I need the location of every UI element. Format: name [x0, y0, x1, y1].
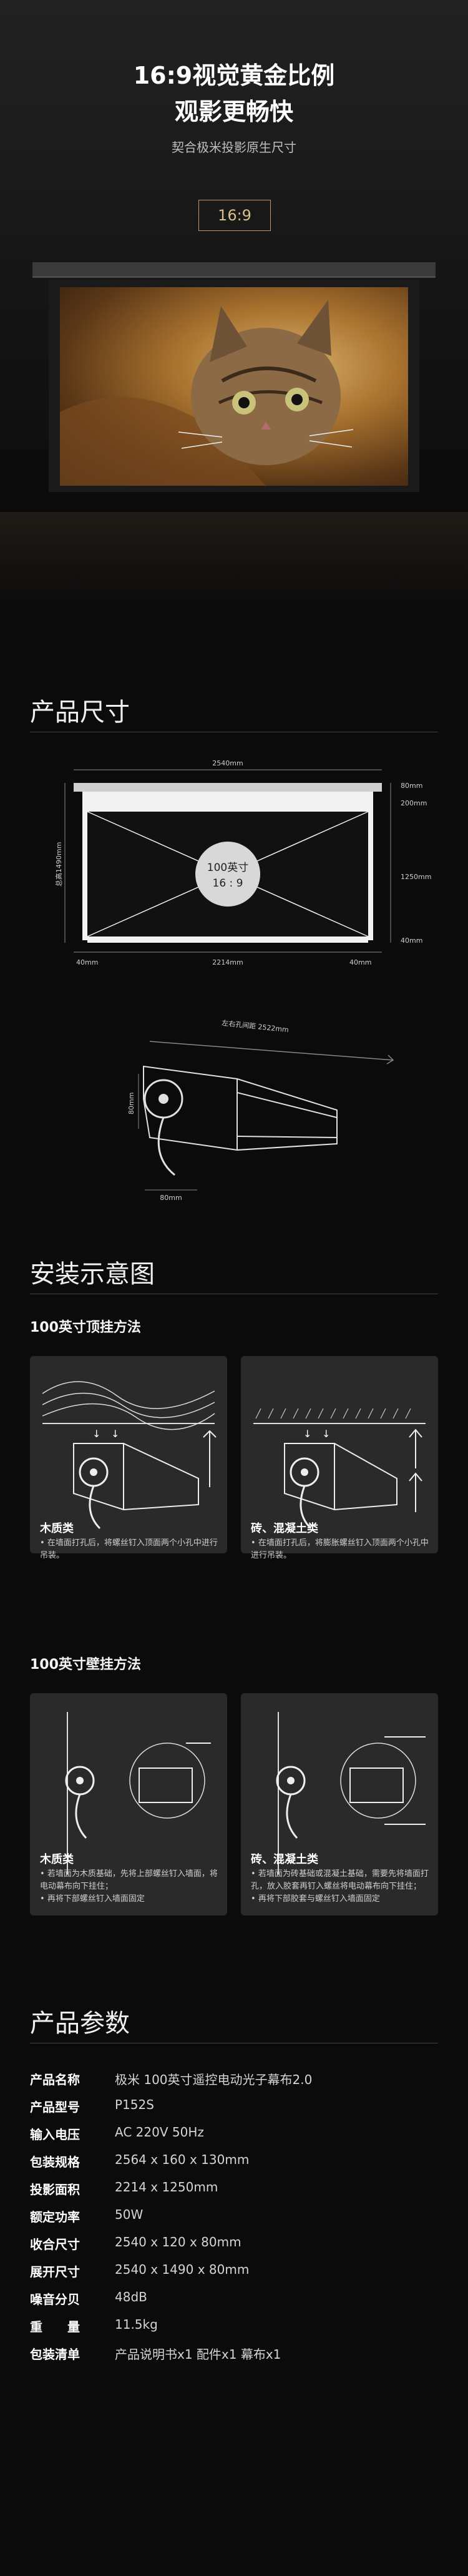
spec-label: 噪音分贝	[30, 2292, 80, 2307]
card-title: 砖、混凝土类	[251, 1522, 318, 1535]
spec-row: 包装规格 2564 x 160 x 130mm	[30, 2152, 438, 2175]
size-section-title: 产品尺寸	[30, 698, 130, 727]
arrow-down-icon: ↓	[322, 1428, 330, 1440]
wall-wood-illustration	[65, 1712, 211, 1874]
badge-size: 100英寸	[207, 862, 248, 874]
dim-screen-width: 2214mm	[212, 958, 243, 966]
install-section-title: 安装示意图	[30, 1260, 155, 1289]
floor-reflection	[0, 512, 468, 612]
card-desc: • 若墙面为砖基础或混凝土基础，需要先将墙面打孔，放入胶套再钉入螺丝将电动幕布向…	[251, 1869, 429, 1904]
spec-value: AC 220V 50Hz	[115, 2125, 204, 2140]
ceiling-wood-card: ↓ ↓ 木质类 • 在墙面打孔后，将螺丝钉入顶面两个小孔中进行吊装。	[30, 1356, 227, 1560]
spec-label: 重 量	[30, 2319, 80, 2334]
anchor-icon	[409, 1428, 422, 1468]
dim-total-width: 2540mm	[212, 759, 243, 767]
spec-value: P152S	[115, 2097, 154, 2112]
dim-hole-distance: 左右孔间距 2522mm	[222, 1018, 290, 1034]
screw-icon	[409, 1472, 422, 1512]
spec-value: 2540 x 1490 x 80mm	[115, 2262, 250, 2277]
ceiling-brick-card: ↓ ↓ 砖、混凝土类 • 在墙面打孔后，将膨胀螺丝钉入顶面两个小孔中进行吊装。	[241, 1356, 438, 1560]
front-dimension-diagram: 2540mm 100英寸 16 : 9 80mm 200mm 1250mm 40…	[54, 759, 431, 966]
dim-screen-height: 1250mm	[401, 873, 431, 881]
spec-value: 11.5kg	[115, 2317, 158, 2332]
ceiling-wood-illustration: ↓ ↓	[42, 1381, 217, 1530]
spec-row: 输入电压 AC 220V 50Hz	[30, 2125, 438, 2147]
card-title: 木质类	[40, 1522, 74, 1535]
arrow-down-icon: ↓	[92, 1428, 100, 1440]
badge-ratio: 16 : 9	[213, 877, 243, 890]
spec-row: 噪音分贝 48dB	[30, 2289, 438, 2312]
cat-photo	[60, 287, 408, 486]
spec-label: 产品型号	[30, 2100, 80, 2115]
spec-row: 包装清单 产品说明书x1 配件x1 幕布x1	[30, 2344, 438, 2367]
dim-side-width: 80mm	[160, 1194, 182, 1202]
spec-value: 50W	[115, 2207, 144, 2222]
wall-wood-card: 木质类 • 若墙面为木质基础，先将上部螺丝钉入墙面，将电动幕布向下挂住； • 再…	[30, 1693, 227, 1915]
arrow-down-icon: ↓	[303, 1428, 311, 1440]
spec-label: 包装规格	[30, 2155, 80, 2170]
spec-value: 产品说明书x1 配件x1 幕布x1	[115, 2347, 281, 2362]
spec-row: 产品型号 P152S	[30, 2097, 438, 2120]
spec-row: 额定功率 50W	[30, 2207, 438, 2229]
spec-label: 收合尺寸	[30, 2237, 80, 2252]
dim-bottom-black: 40mm	[401, 937, 422, 945]
specs-section-title: 产品参数	[30, 2009, 130, 2038]
wall-brick-illustration	[276, 1712, 426, 1874]
ratio-badge: 16:9	[198, 200, 271, 231]
card-title: 木质类	[40, 1853, 74, 1866]
spec-label: 额定功率	[30, 2210, 80, 2225]
wall-mount-title: 100英寸壁挂方法	[30, 1657, 141, 1673]
side-dimension-diagram: 左右孔间距 2522mm 80mm 80mm	[127, 1018, 394, 1202]
dim-right-margin: 40mm	[349, 958, 371, 966]
screw-icon	[203, 1430, 217, 1487]
arrow-down-icon: ↓	[111, 1428, 119, 1440]
card-desc: • 若墙面为木质基础，先将上部螺丝钉入墙面，将电动幕布向下挂住； • 再将下部螺…	[40, 1869, 218, 1904]
spec-label: 投影面积	[30, 2182, 80, 2197]
spec-row: 收合尺寸 2540 x 120 x 80mm	[30, 2234, 438, 2257]
cat-illustration	[60, 300, 354, 486]
dim-side-height: 80mm	[127, 1093, 135, 1114]
spec-label: 展开尺寸	[30, 2264, 80, 2279]
spec-label: 输入电压	[30, 2127, 80, 2142]
card-desc: • 在墙面打孔后，将螺丝钉入顶面两个小孔中进行吊装。	[40, 1538, 218, 1560]
card-desc: • 在墙面打孔后，将膨胀螺丝钉入顶面两个小孔中进行吊装。	[251, 1538, 429, 1560]
spec-row: 产品名称 极米 100英寸遥控电动光子幕布2.0	[30, 2070, 438, 2092]
hero-subtitle: 契合极米投影原生尺寸	[172, 140, 296, 155]
spec-value: 极米 100英寸遥控电动光子幕布2.0	[115, 2072, 313, 2087]
spec-row: 重 量 11.5kg	[30, 2317, 438, 2339]
hero-title-line1: 16:9视觉黄金比例	[133, 62, 335, 89]
dim-top-black: 200mm	[401, 799, 427, 807]
wall-brick-card: 砖、混凝土类 • 若墙面为砖基础或混凝土基础，需要先将墙面打孔，放入胶套再钉入螺…	[241, 1693, 438, 1915]
hero-title-line2: 观影更畅快	[174, 98, 293, 125]
spec-value: 2214 x 1250mm	[115, 2180, 218, 2195]
card-title: 砖、混凝土类	[251, 1853, 318, 1866]
spec-value: 2540 x 120 x 80mm	[115, 2234, 241, 2249]
dim-top-gap: 80mm	[401, 782, 422, 790]
spec-label: 产品名称	[30, 2072, 80, 2087]
spec-label: 包装清单	[30, 2347, 80, 2362]
spec-row: 展开尺寸 2540 x 1490 x 80mm	[30, 2262, 438, 2284]
spec-row: 投影面积 2214 x 1250mm	[30, 2180, 438, 2202]
dim-total-height: 总高1490mm	[54, 842, 63, 887]
ceiling-brick-illustration: ↓ ↓	[253, 1408, 426, 1530]
dim-left-margin: 40mm	[76, 958, 98, 966]
ceiling-mount-title: 100英寸顶挂方法	[30, 1320, 141, 1335]
spec-value: 48dB	[115, 2289, 147, 2304]
screen-housing	[32, 262, 436, 278]
spec-value: 2564 x 160 x 130mm	[115, 2152, 250, 2167]
